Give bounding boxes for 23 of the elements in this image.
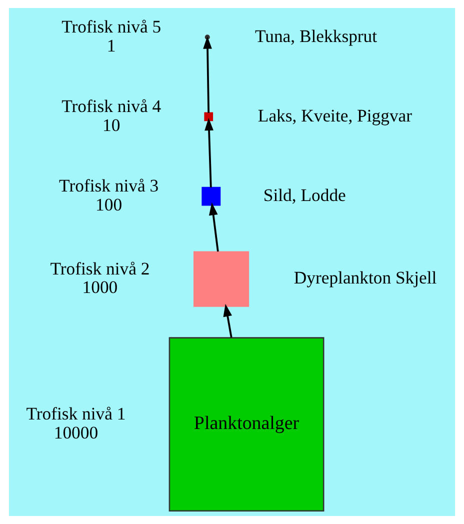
arrow <box>204 118 214 188</box>
label: 1000 <box>82 277 118 298</box>
label: 100 <box>96 194 122 214</box>
arrow <box>223 304 232 338</box>
node-box <box>193 251 250 307</box>
label: Trofisk nivå 4 <box>62 96 162 116</box>
label: 10000 <box>54 422 98 443</box>
label: 1 <box>106 35 116 56</box>
label: Trofisk nivå 5 <box>62 16 162 36</box>
node-label: Tuna, Blekksprut <box>254 26 378 46</box>
label: 10 <box>102 114 120 135</box>
arrow <box>203 36 212 113</box>
arrow <box>208 202 219 252</box>
node-label: Dyreplankton Skjell <box>294 268 437 288</box>
node-box: Planktonalger <box>168 337 324 512</box>
node-circle <box>204 34 210 40</box>
node-label: Sild, Lodde <box>263 184 346 205</box>
node-label: Laks, Kveite, Piggvar <box>258 105 412 126</box>
node-box <box>202 186 221 206</box>
label: Trofisk nivå 3 <box>59 176 159 196</box>
node-box <box>204 112 214 122</box>
label: Trofisk nivå 2 <box>50 258 150 278</box>
label: Trofisk nivå 1 <box>26 404 126 424</box>
